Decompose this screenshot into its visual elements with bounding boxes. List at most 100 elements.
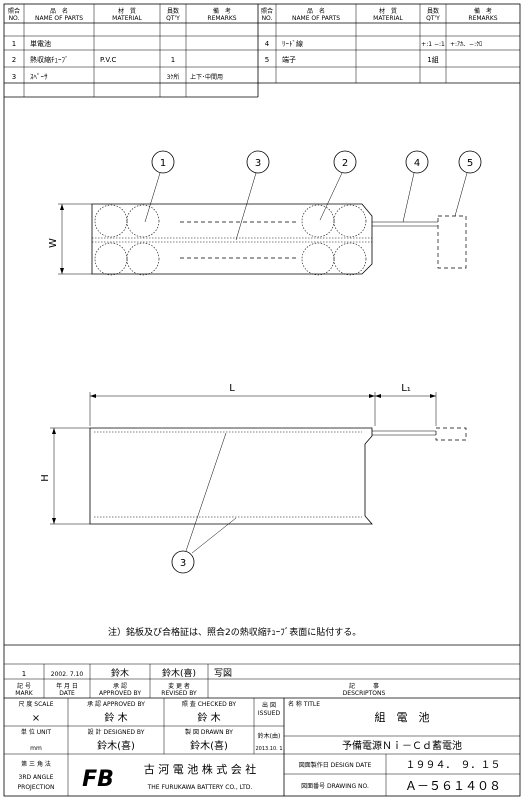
hdr-qty-en-2: QT'Y [426, 15, 440, 22]
top-view: W 1 3 2 4 5 [48, 150, 482, 276]
hdr-material-en: MATERIAL [112, 15, 142, 22]
drawn-label: 製 図 DRAWN BY [185, 728, 233, 736]
hdr-no-en-2: NO. [262, 15, 273, 22]
approved-label: 承 認 APPROVED BY [87, 700, 145, 708]
unit-label: 単 位 UNIT [21, 728, 51, 736]
row5-no: 5 [265, 56, 269, 64]
balloon [458, 150, 482, 174]
balloon [246, 150, 270, 174]
projection-jp: 第 三 角 法 [21, 760, 51, 768]
row1-name: 単電池 [30, 39, 51, 48]
hdr-name-jp: 品 名 [50, 7, 68, 15]
balloon [171, 550, 195, 574]
rev-revised: 鈴木(喜) [162, 667, 196, 679]
hdr-no-jp: 照合 [8, 7, 20, 15]
title-line2: 予備電源Ｎｉ－Ｃｄ蓄電池 [342, 739, 462, 752]
rev-hdr-date-jp: 年 月 日 [56, 682, 78, 690]
hdr-material-en-2: MATERIAL [373, 15, 403, 22]
approved-value: 鈴 木 [104, 711, 127, 724]
checked-label: 照 査 CHECKED BY [182, 700, 237, 708]
rev-mark: 1 [22, 670, 26, 678]
cell [94, 242, 128, 276]
row4-name: ﾘｰﾄﾞ線 [282, 39, 303, 48]
dim-w-label: W [48, 238, 59, 248]
row2-no: 2 [12, 56, 16, 64]
balloon [333, 150, 357, 174]
title-block: 尺 度 SCALE × 単 位 UNIT mm 承 認 APPROVED BY … [4, 698, 520, 796]
row1-no: 1 [12, 40, 16, 48]
pack-outline-top [91, 203, 373, 275]
hdr-material-jp-2: 材 質 [379, 7, 397, 15]
rev-hdr-desc-jp: 記 事 [349, 682, 379, 690]
row4-qty: +:1 −:1 [421, 41, 445, 48]
unit-value: mm [30, 745, 42, 752]
rev-date: 2002. 7.10 [51, 671, 84, 678]
balloon [405, 150, 429, 174]
drawing-no-label: 図面番号 DRAWING NO. [301, 783, 369, 790]
hdr-remarks-en-2: REMARKS [468, 15, 497, 22]
rev-hdr-mark-jp: 記 号 [17, 682, 31, 690]
row3-qty: 3ｹ所 [167, 73, 180, 81]
balloon-label: 3 [180, 558, 186, 569]
hdr-name-jp-2: 品 名 [307, 7, 325, 15]
rev-hdr-date-en: DATE [59, 690, 75, 697]
side-view: L L₁ H 3 [40, 383, 467, 574]
dim-l-label: L [229, 383, 235, 394]
company-name-en: THE FURUKAWA BATTERY CO., LTD. [147, 784, 253, 791]
balloon-label: 3 [255, 158, 261, 169]
row2-material: P.V.C [100, 56, 116, 64]
cell [333, 242, 367, 276]
rev-hdr-approved-en: APPROVED BY [99, 690, 141, 697]
hdr-qty-jp-2: 員数 [427, 7, 439, 15]
row4-no: 4 [265, 40, 270, 48]
company-logo: FB [82, 767, 114, 792]
cell [94, 204, 128, 238]
row2-name: 熱収縮ﾁｭｰﾌﾞ [30, 55, 69, 64]
hdr-name-en: NAME OF PARTS [35, 15, 83, 22]
rev-hdr-approved-jp: 承 認 [113, 682, 127, 690]
row3-remarks: 上下･中間用 [190, 73, 223, 81]
scale-value: × [32, 713, 40, 724]
hdr-qty-jp: 員数 [167, 7, 179, 15]
row2-qty: 1 [171, 56, 175, 64]
cell [126, 204, 160, 238]
note-text: 注）銘板及び合格証は、照合2の熱収縮ﾁｭｰﾌﾞ表面に貼付する。 [108, 626, 361, 638]
designed-value: 鈴木(喜) [97, 739, 135, 752]
checked-value: 鈴 木 [197, 711, 220, 724]
balloon [151, 150, 175, 174]
balloon-label: 4 [414, 158, 420, 169]
design-date: １９９４． ９．１５ [406, 760, 501, 771]
issued-label-jp: 出 図 [262, 701, 276, 709]
hdr-name-en-2: NAME OF PARTS [292, 15, 340, 22]
row3-name: ｽﾍﾟｰｻ [30, 73, 48, 81]
dim-l1-label: L₁ [401, 383, 411, 394]
rev-hdr-revised-en: REVISED BY [161, 690, 197, 697]
title-label: 名 称 TITLE [288, 700, 320, 708]
hdr-remarks-en: REMARKS [207, 15, 236, 22]
revision-block: 1 2002. 7.10 鈴木 鈴木(喜) 写図 記 号 MARK 年 月 日 … [4, 644, 520, 699]
projection-en2: PROJECTION [18, 784, 55, 791]
balloon-label: 2 [342, 158, 348, 169]
issued-name: 鈴木(由) [258, 732, 281, 740]
hdr-material-jp: 材 質 [118, 7, 136, 15]
drawn-value: 鈴木(喜) [190, 739, 228, 752]
projection-en1: 3RD ANGLE [19, 774, 54, 781]
rev-hdr-mark-en: MARK [15, 690, 33, 697]
cell [301, 242, 335, 276]
balloon-label: 5 [467, 158, 473, 169]
terminal [437, 215, 467, 269]
terminal [435, 427, 467, 441]
drawing-no: Ａ－５６１４０８ [405, 779, 501, 793]
cell [301, 204, 335, 238]
pack-outline-side [89, 427, 373, 525]
sheet-border [3, 3, 521, 797]
issued-date: 2013.10. 1 [255, 746, 282, 752]
design-date-label: 図面製作日 DESIGN DATE [299, 761, 372, 769]
parts-table: 照合 NO. 品 名 NAME OF PARTS 材 質 MATERIAL 員数… [4, 4, 520, 98]
rev-hdr-desc-en: DESCRIPTONS [343, 690, 386, 697]
company-name-jp: 古 河 電 池 株 式 会 社 [144, 762, 256, 776]
hdr-remarks-jp: 備 考 [213, 7, 231, 15]
hdr-remarks-jp-2: 備 考 [474, 7, 492, 15]
row4-remarks: +:ｱｶ、−:ｸﾛ [450, 41, 482, 48]
scale-label: 尺 度 SCALE [18, 700, 53, 708]
